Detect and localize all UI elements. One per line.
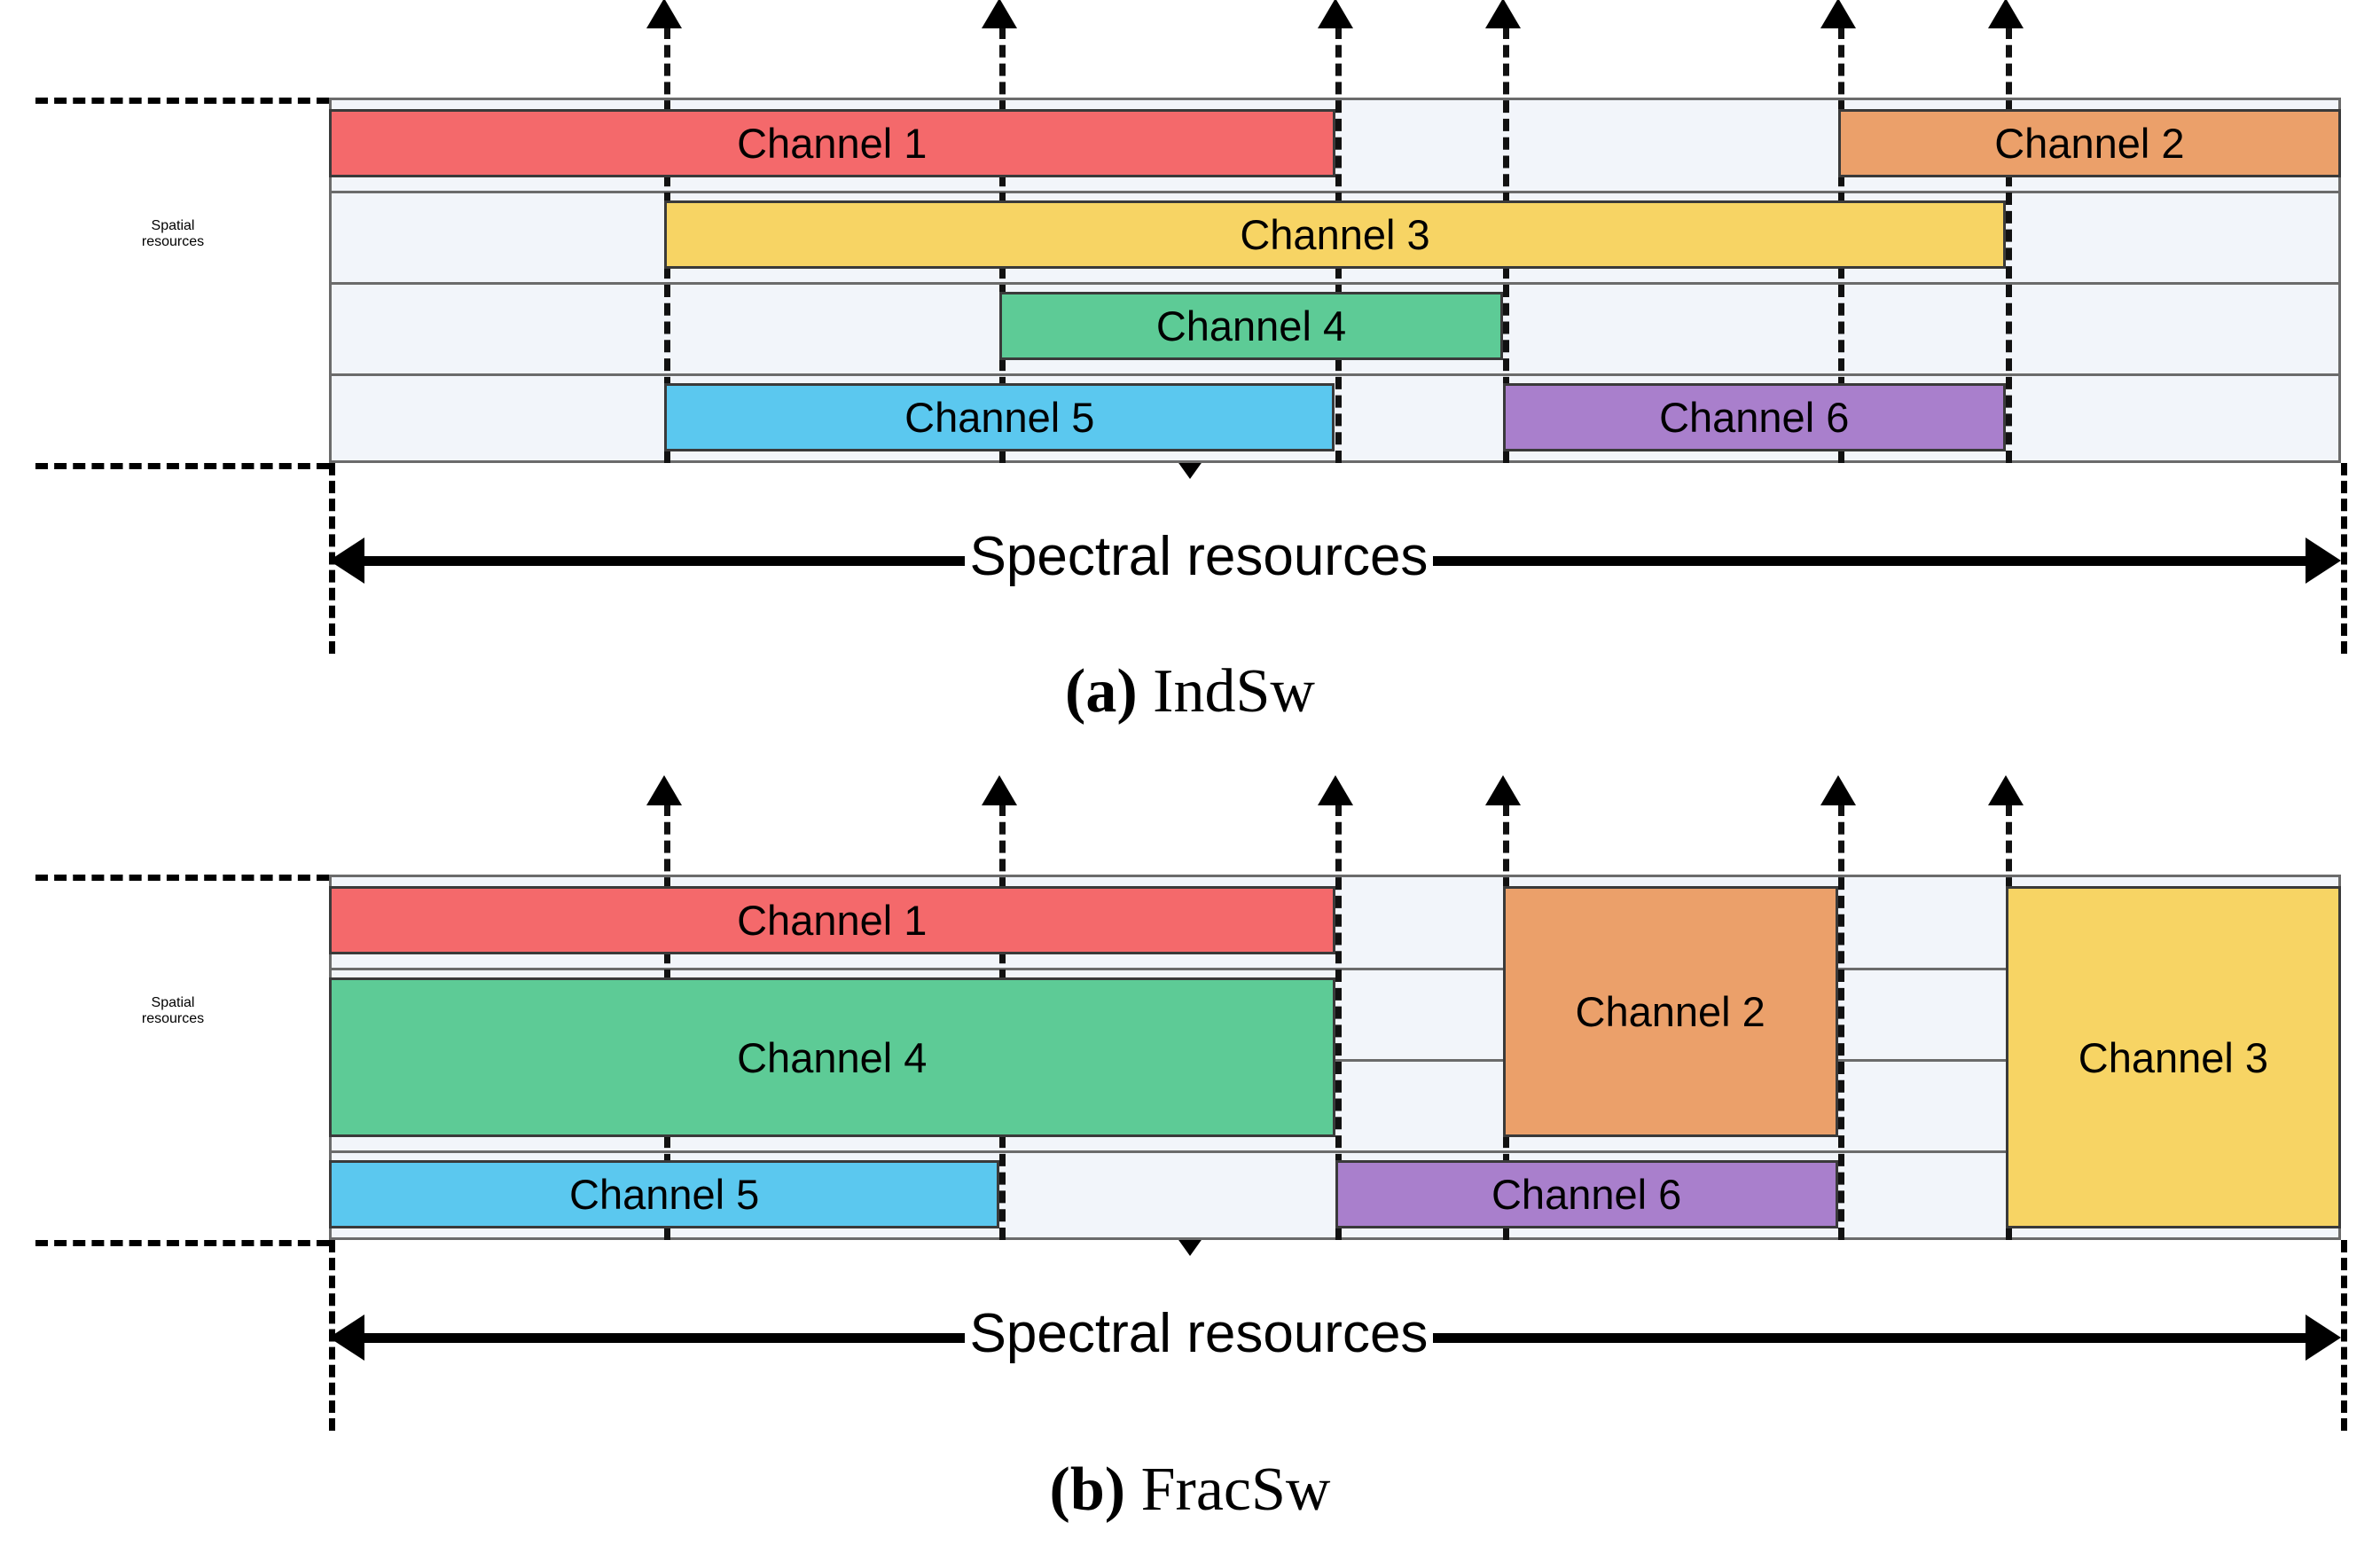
spectral-separator-arrow-icon — [1820, 0, 1856, 28]
channel-block[interactable]: Channel 1 — [329, 886, 1335, 954]
channel-block[interactable]: Channel 6 — [1502, 383, 2006, 451]
channel-block-label: Channel 3 — [1240, 211, 1430, 258]
caption-b-marker: (b) — [1049, 1456, 1126, 1524]
channel-block-label: Channel 4 — [737, 1033, 928, 1081]
guide-line-top — [35, 98, 329, 104]
channel-block-label: Channel 3 — [2078, 1033, 2269, 1081]
spatial-resources-label-line1: Spatial — [151, 994, 195, 1010]
spectral-resources-label-text: Spectral resources — [964, 1303, 1434, 1364]
spectral-arrow-left-head-icon — [329, 538, 364, 584]
spectral-separator-arrow-icon — [646, 775, 683, 805]
channel-block-label: Channel 2 — [1994, 120, 2185, 167]
channel-block-label: Channel 6 — [1659, 394, 1850, 441]
channel-block[interactable]: Channel 3 — [664, 200, 2006, 269]
channel-block-label: Channel 4 — [1155, 302, 1347, 349]
spectral-arrow-right-head-icon — [2306, 538, 2341, 584]
channel-block[interactable]: Channel 6 — [1335, 1160, 1838, 1228]
spectral-axis-tick-right — [2341, 463, 2347, 654]
spectral-resources-label-text: Spectral resources — [964, 526, 1434, 587]
spectral-resources-label: Spectral resources — [0, 1302, 2380, 1365]
caption-b-text: FracSw — [1140, 1456, 1331, 1524]
spatial-resources-label-line1: Spatial — [151, 217, 195, 233]
spectral-separator-arrow-icon — [646, 0, 683, 28]
channel-block-label: Channel 6 — [1491, 1171, 1682, 1218]
spectral-separator-arrow-icon — [1820, 775, 1856, 805]
spectral-separator-arrow-icon — [1987, 0, 2024, 28]
guide-line-bottom — [35, 463, 329, 469]
channel-block[interactable]: Channel 4 — [329, 977, 1335, 1137]
spectral-resources-label: Spectral resources — [0, 525, 2380, 588]
spectral-separator-line — [2005, 27, 2012, 463]
spectral-separator-line — [1335, 804, 1342, 1240]
caption-a-marker: (a) — [1065, 657, 1138, 726]
spectral-separator-arrow-icon — [1987, 775, 2024, 805]
channel-block[interactable]: Channel 5 — [664, 383, 1335, 451]
spectral-arrow-left-head-icon — [329, 1315, 364, 1361]
spatial-resources-label-line2: resources — [141, 233, 205, 249]
caption-a: (a) IndSw — [0, 656, 2380, 727]
channel-block-label: Channel 2 — [1575, 988, 1765, 1035]
spatial-resources-axis — [35, 98, 310, 463]
guide-line-top — [35, 875, 329, 881]
channel-block[interactable]: Channel 2 — [1502, 886, 1838, 1137]
channel-block[interactable]: Channel 3 — [2005, 886, 2341, 1228]
spectral-separator-arrow-icon — [1484, 775, 1521, 805]
spectral-separator-arrow-icon — [982, 775, 1018, 805]
spatial-resources-axis — [35, 875, 310, 1240]
channel-block[interactable]: Channel 5 — [329, 1160, 1000, 1228]
channel-block[interactable]: Channel 1 — [329, 109, 1335, 177]
channel-block-label: Channel 1 — [737, 120, 928, 167]
spectral-separator-arrow-icon — [982, 0, 1018, 28]
guide-line-bottom — [35, 1240, 329, 1246]
spectral-separator-line — [1837, 804, 1844, 1240]
caption-a-text: IndSw — [1153, 657, 1315, 726]
spectral-separator-arrow-icon — [1317, 0, 1353, 28]
spectral-arrow-right-head-icon — [2306, 1315, 2341, 1361]
spectral-separator-arrow-icon — [1484, 0, 1521, 28]
caption-b: (b) FracSw — [0, 1455, 2380, 1526]
channel-block-label: Channel 5 — [569, 1171, 760, 1218]
spatial-resources-label-line2: resources — [141, 1010, 205, 1026]
channel-block[interactable]: Channel 4 — [999, 292, 1503, 360]
spectral-separator-arrow-icon — [1317, 775, 1353, 805]
spectral-axis-tick-right — [2341, 1240, 2347, 1431]
channel-block[interactable]: Channel 2 — [1837, 109, 2341, 177]
channel-block-label: Channel 5 — [904, 394, 1095, 441]
channel-block-label: Channel 1 — [737, 897, 928, 944]
